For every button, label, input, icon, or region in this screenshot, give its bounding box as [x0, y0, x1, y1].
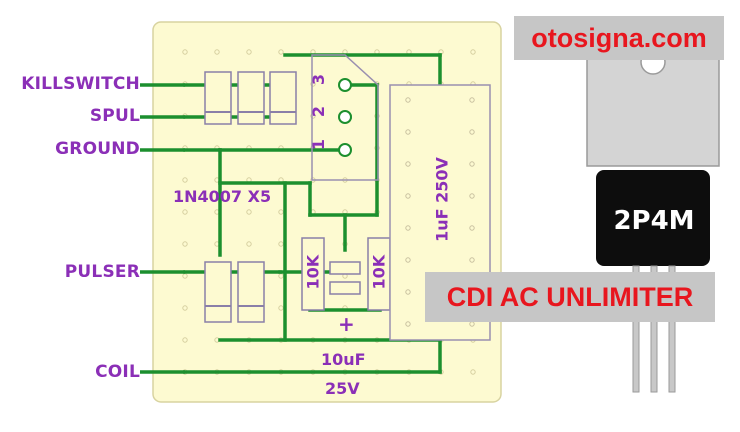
diode-group-top — [204, 71, 297, 125]
diode-group-bottom — [204, 261, 265, 323]
scr-pad-1 — [338, 143, 352, 157]
pin-label-pulser: PULSER — [64, 262, 140, 282]
pin-label-ground: GROUND — [55, 139, 140, 159]
scr-pin-2-label: 2 — [309, 105, 329, 118]
cap-hole — [469, 225, 475, 231]
pcb-hole — [182, 49, 188, 55]
cap-hole — [405, 97, 411, 103]
brand-badge: otosigna.com — [514, 16, 724, 60]
pcb-hole — [214, 49, 220, 55]
pcb-hole — [246, 209, 252, 215]
pcb-hole — [182, 273, 188, 279]
pcb-hole — [182, 337, 188, 343]
cap-big-label: 1uF 250V — [432, 157, 452, 242]
cap-10uf — [329, 261, 361, 295]
pcb-hole — [278, 49, 284, 55]
cap-hole — [405, 257, 411, 263]
diodes-label: 1N4007 X5 — [173, 187, 272, 206]
pcb-hole — [278, 241, 284, 247]
cap-hole — [469, 161, 475, 167]
cap-hole — [469, 129, 475, 135]
pcb-hole — [246, 241, 252, 247]
pcb-hole — [310, 81, 316, 87]
pcb-hole — [182, 177, 188, 183]
pin-stubs — [140, 83, 185, 374]
cap-hole — [405, 193, 411, 199]
pcb-hole — [182, 305, 188, 311]
pcb-hole — [246, 49, 252, 55]
cap-hole — [405, 161, 411, 167]
pcb-hole — [182, 209, 188, 215]
resistor-right-label: 10K — [369, 254, 389, 290]
pin-label-coil: COIL — [95, 362, 140, 382]
pcb-hole — [278, 305, 284, 311]
pcb-hole — [310, 113, 316, 119]
resistor-left-label: 10K — [303, 254, 323, 290]
pcb-hole — [470, 369, 476, 375]
scr-pad-3 — [338, 78, 352, 92]
cap-hole — [405, 129, 411, 135]
resistor-left — [301, 237, 325, 311]
scr-pin-1-label: 1 — [309, 138, 329, 151]
cap-hole — [405, 225, 411, 231]
cap-hole — [469, 193, 475, 199]
cap-hole — [469, 97, 475, 103]
cap-hole — [405, 289, 411, 295]
scr-pad-2 — [338, 110, 352, 124]
polarity-mark: + — [338, 312, 355, 336]
scr-footprint — [311, 54, 379, 181]
pcb-hole — [182, 241, 188, 247]
pcb-hole — [278, 209, 284, 215]
cap-small-value: 10uF — [321, 350, 366, 369]
pcb-hole — [470, 49, 476, 55]
cap-hole — [405, 321, 411, 327]
diagram-title: CDI AC UNLIMITER — [425, 272, 715, 322]
scr-pin-3-label: 3 — [309, 73, 329, 86]
pin-label-spul: SPUL — [89, 106, 140, 126]
pin-label-killswitch: KILLSWITCH — [21, 74, 140, 94]
cap-hole — [469, 257, 475, 263]
cap-small-voltage: 25V — [325, 379, 360, 398]
part-code-label: 2P4M — [613, 206, 695, 236]
pcb-hole — [278, 273, 284, 279]
